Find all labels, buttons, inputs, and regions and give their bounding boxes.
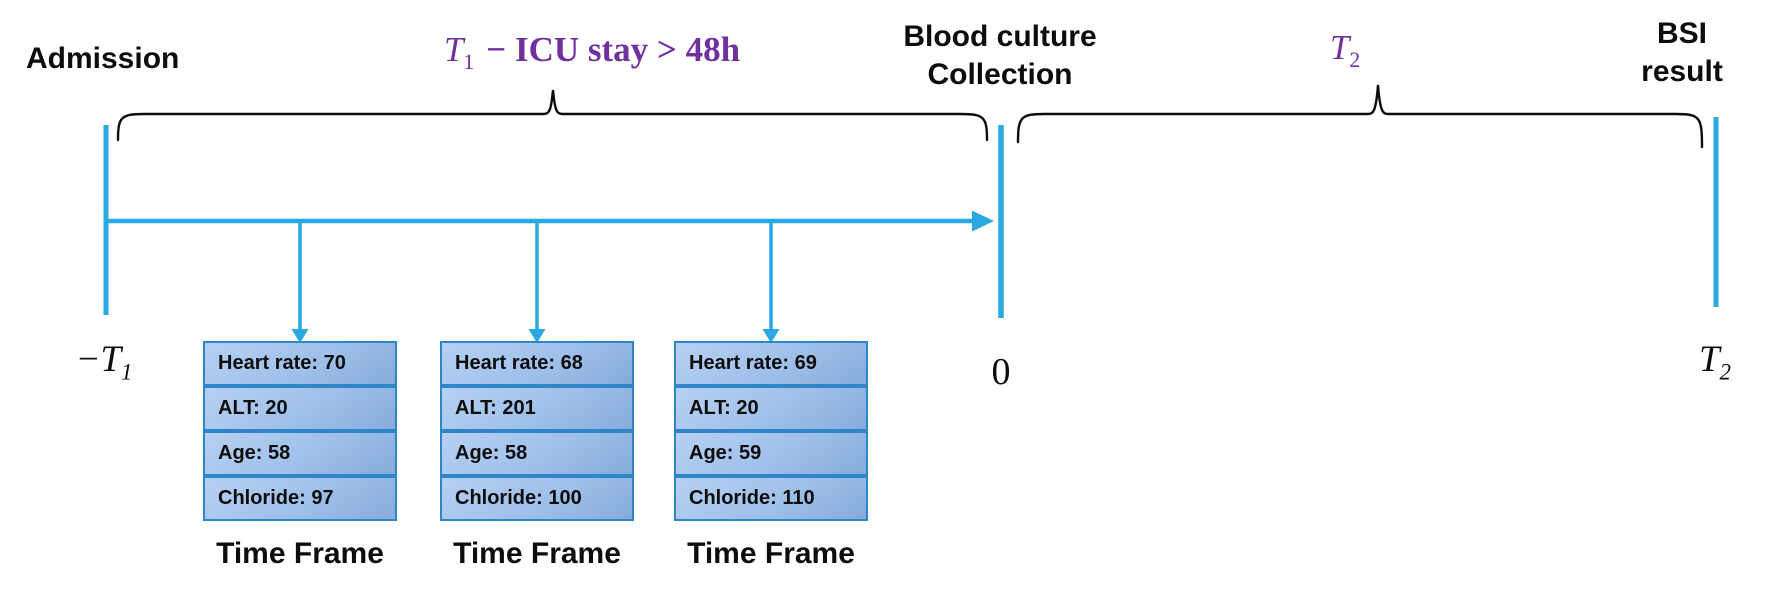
vitals-row: Age: 59 — [674, 431, 868, 476]
blood-culture-label-line1: Blood culture — [903, 20, 1097, 53]
vitals-box-2: Heart rate: 68 ALT: 201 Age: 58 Chloride… — [440, 341, 634, 521]
vitals-row: Chloride: 97 — [203, 476, 397, 521]
blood-culture-label-line2: Collection — [927, 58, 1073, 91]
t1-condition-text: − ICU stay > 48h — [486, 30, 741, 69]
vitals-row: Heart rate: 69 — [674, 341, 868, 386]
vitals-row: ALT: 20 — [203, 386, 397, 431]
timeline-start-label: −T1 — [75, 339, 133, 385]
timeline-origin-label: 0 — [991, 351, 1011, 393]
vitals-row: ALT: 201 — [440, 386, 634, 431]
bsi-result-label: BSI result — [1592, 15, 1767, 91]
t1-duration-label: T1 − ICU stay > 48h — [342, 30, 842, 73]
t2-duration-label: T2 — [1295, 28, 1395, 71]
t2-variable: T — [1329, 28, 1350, 67]
bsi-result-label-line1: BSI — [1656, 17, 1707, 50]
vitals-row: Heart rate: 70 — [203, 341, 397, 386]
vitals-row: Chloride: 100 — [440, 476, 634, 521]
bsi-result-label-line2: result — [1641, 55, 1723, 88]
timeline-arrowhead-icon — [972, 210, 994, 232]
vitals-box-1: Heart rate: 70 ALT: 20 Age: 58 Chloride:… — [203, 341, 397, 521]
time-frame-label-2: Time Frame — [453, 537, 621, 570]
t2-subscript: 2 — [1349, 48, 1361, 72]
t1-subscript: 1 — [463, 50, 475, 74]
t1-variable: T — [443, 30, 464, 69]
t1-brace — [116, 89, 989, 142]
t2-brace — [1016, 84, 1704, 149]
vitals-row: ALT: 20 — [674, 386, 868, 431]
vitals-row: Heart rate: 68 — [440, 341, 634, 386]
timeline-end-label: T2 — [1698, 339, 1732, 385]
admission-label: Admission — [26, 42, 180, 75]
vitals-box-3: Heart rate: 69 ALT: 20 Age: 59 Chloride:… — [674, 341, 868, 521]
time-frame-label-1: Time Frame — [216, 537, 384, 570]
time-frame-label-3: Time Frame — [687, 537, 855, 570]
vitals-row: Age: 58 — [203, 431, 397, 476]
blood-culture-label: Blood culture Collection — [850, 18, 1150, 94]
vitals-row: Age: 58 — [440, 431, 634, 476]
vitals-row: Chloride: 110 — [674, 476, 868, 521]
